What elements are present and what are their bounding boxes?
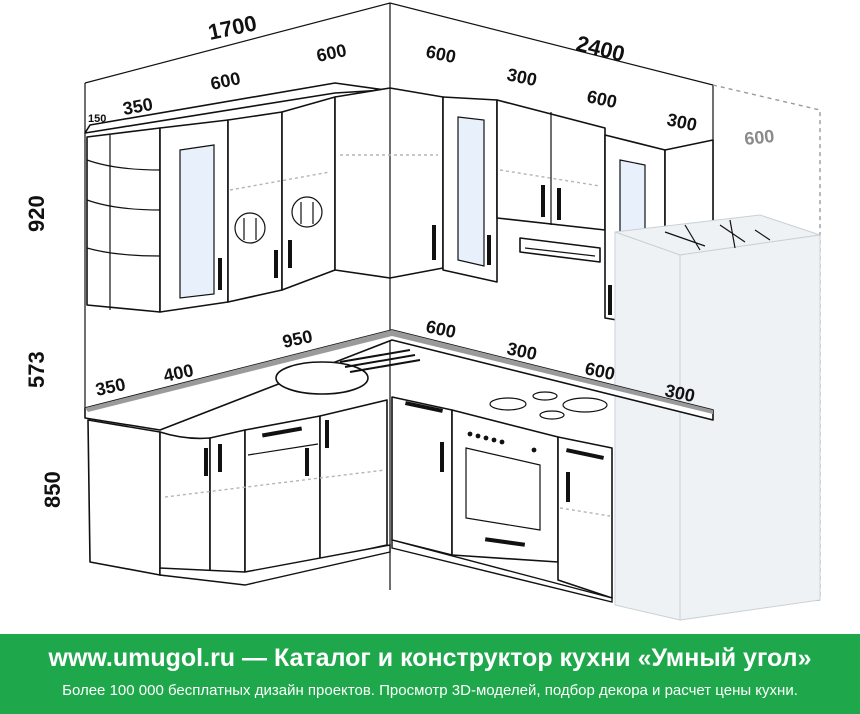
dim-upper-right-0: 600 xyxy=(424,41,458,67)
countertop xyxy=(84,329,714,431)
dim-counter-left-0: 350 xyxy=(94,374,128,400)
banner-subtitle: Более 100 000 бесплатных дизайн проектов… xyxy=(62,682,798,699)
dim-fridge-width: 600 xyxy=(743,126,775,149)
dim-upper-left-0: 150 xyxy=(88,113,106,125)
dim-upper-left-2: 600 xyxy=(209,68,243,94)
dim-height-gap: 573 xyxy=(24,351,49,388)
upper-corner-cabinet xyxy=(334,87,444,279)
dim-upper-right-3: 300 xyxy=(665,109,699,135)
dim-counter-left-2: 950 xyxy=(281,326,315,352)
banner-title[interactable]: www.umugol.ru — Каталог и конструктор ку… xyxy=(48,644,812,672)
base-right-cabinets xyxy=(391,396,613,603)
promo-banner: www.umugol.ru — Каталог и конструктор ку… xyxy=(0,634,860,714)
dim-top-total-right: 2400 xyxy=(574,31,628,67)
base-left-cabinets xyxy=(87,399,391,586)
dim-height-base: 850 xyxy=(40,471,65,508)
kitchen-drawing: 1700 2400 150 350 600 600 600 300 600 30… xyxy=(24,2,821,621)
dim-upper-right-1: 300 xyxy=(505,64,539,90)
dimension-labels: 1700 2400 150 350 600 600 600 300 600 30… xyxy=(24,10,775,508)
dim-upper-right-2: 600 xyxy=(585,86,619,112)
refrigerator xyxy=(614,214,821,621)
dim-counter-right-0: 600 xyxy=(424,316,458,342)
dim-height-upper: 920 xyxy=(24,195,49,232)
dim-upper-left-3: 600 xyxy=(315,40,349,66)
